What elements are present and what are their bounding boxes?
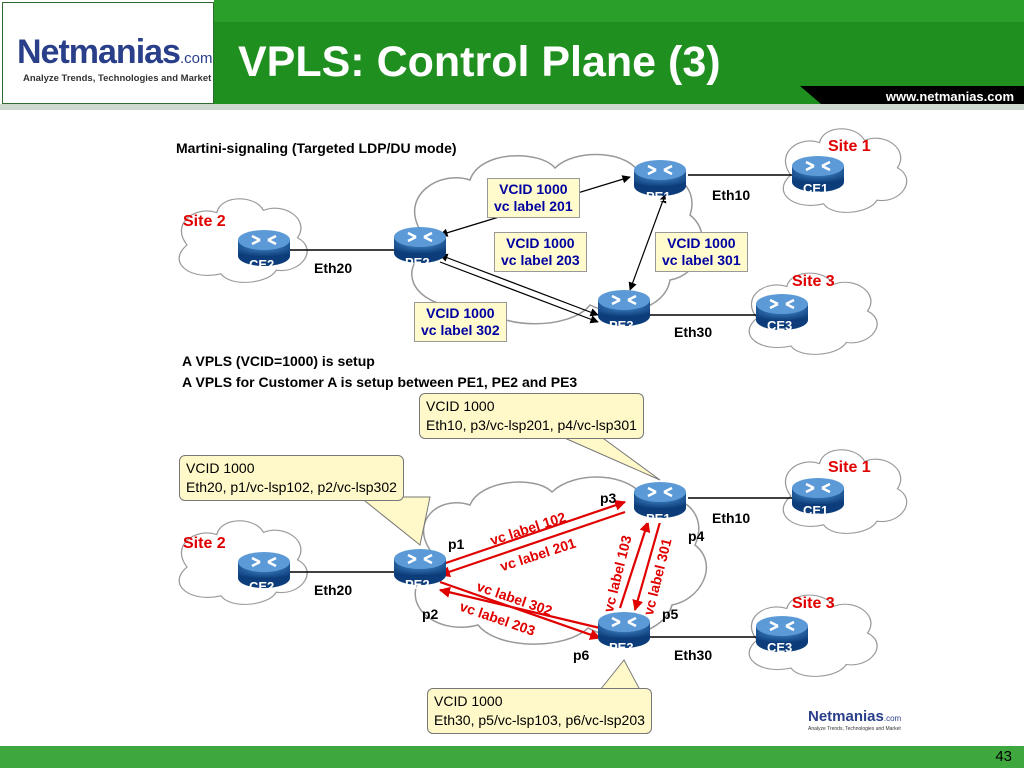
- signaling-caption: Martini-signaling (Targeted LDP/DU mode): [176, 140, 457, 156]
- page-title: VPLS: Control Plane (3): [238, 38, 721, 86]
- footer-logo: Netmanias.com: [808, 708, 902, 725]
- pe2-label-bottom: PE2: [405, 577, 430, 592]
- pe3-label-top: PE3: [609, 318, 634, 333]
- port-p6: p6: [573, 647, 590, 663]
- logo: Netmanias.com Analyze Trends, Technologi…: [2, 2, 214, 104]
- eth20-label-top: Eth20: [314, 260, 353, 276]
- port-p3: p3: [600, 490, 617, 506]
- note-line-2: A VPLS for Customer A is setup between P…: [182, 374, 578, 390]
- site1-label-bottom: Site 1: [828, 459, 871, 476]
- site3-label-bottom: Site 3: [792, 595, 835, 612]
- ce1-label-bottom: CE1: [803, 503, 829, 518]
- pe1-label-top: PE1: [646, 189, 671, 204]
- ce3-label-top: CE3: [767, 318, 793, 333]
- site1-label-top: Site 1: [828, 138, 871, 155]
- eth20-label-bottom: Eth20: [314, 582, 353, 598]
- site3-label-top: Site 3: [792, 273, 835, 290]
- eth30-label-bottom: Eth30: [674, 647, 713, 663]
- eth10-label-top: Eth10: [712, 187, 751, 203]
- port-p1: p1: [448, 536, 465, 552]
- ce2-label-bottom: CE2: [249, 579, 275, 594]
- ce3-label-bottom: CE3: [767, 640, 793, 655]
- logo-tagline: Analyze Trends, Technologies and Market: [23, 73, 212, 84]
- port-p2: p2: [422, 606, 439, 622]
- pe2-label-top: PE2: [405, 255, 430, 270]
- ce1-label-top: CE1: [803, 181, 829, 196]
- page-number: 43: [995, 748, 1012, 765]
- site-url: www.netmanias.com: [885, 89, 1014, 104]
- ce2-label-top: CE2: [249, 257, 275, 272]
- port-p5: p5: [662, 606, 679, 622]
- vc-lsp-arrows: [438, 499, 662, 640]
- pe3-label-bottom: PE3: [609, 640, 634, 655]
- footer-logo-tagline: Analyze Trends, Technologies and Market: [808, 726, 901, 732]
- eth10-label-bottom: Eth10: [712, 510, 751, 526]
- pe1-label-bottom: PE1: [646, 511, 671, 526]
- eth30-label-top: Eth30: [674, 324, 713, 340]
- note-line-1: A VPLS (VCID=1000) is setup: [182, 353, 375, 369]
- port-p4: p4: [688, 528, 705, 544]
- site2-label-bottom: Site 2: [183, 535, 226, 552]
- site2-label-top: Site 2: [183, 213, 226, 230]
- footer-bar: 43: [0, 746, 1024, 768]
- core-cloud-bottom: [404, 476, 707, 645]
- logo-text: Netmanias.com: [17, 33, 213, 71]
